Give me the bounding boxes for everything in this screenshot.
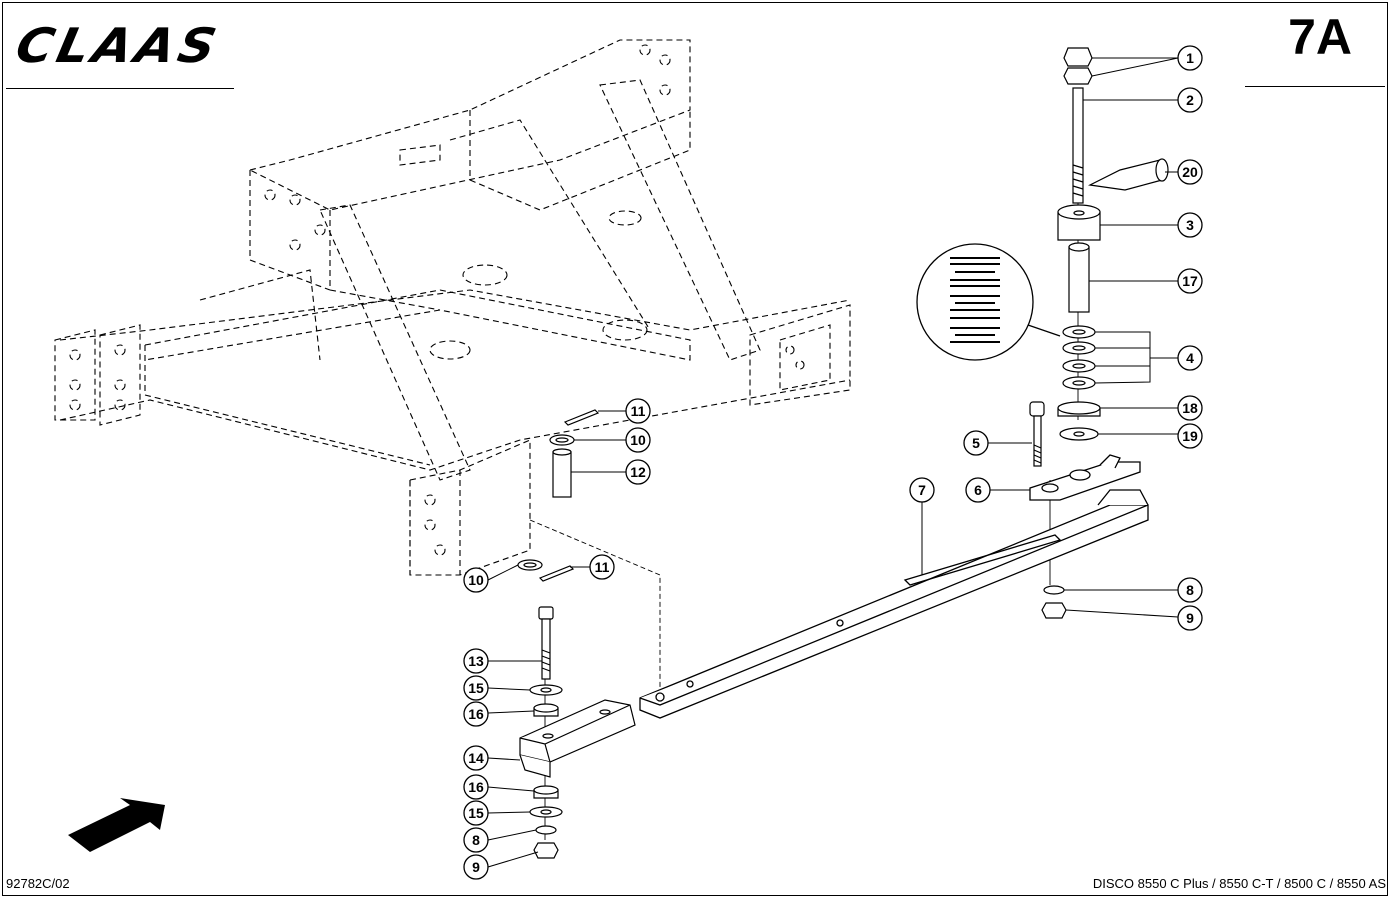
- washer-stack-detail-icon: [916, 243, 1061, 361]
- logo-underline: [6, 88, 234, 89]
- pivot-pin-parts: [517, 409, 600, 582]
- callout-9-front: 9: [472, 859, 480, 875]
- callout-11-lower: 11: [595, 559, 610, 575]
- callout-14: 14: [468, 750, 484, 766]
- callout-20: 20: [1182, 164, 1198, 180]
- callout-balloons: [463, 45, 1203, 880]
- callout-10-upper: 10: [630, 432, 646, 448]
- callout-16-lower: 16: [468, 779, 484, 795]
- model-designation: DISCO 8550 C Plus / 8550 C-T / 8500 C / …: [1092, 876, 1386, 891]
- callout-8-front: 8: [472, 832, 480, 848]
- callout-3: 3: [1186, 217, 1194, 233]
- callout-6: 6: [974, 482, 982, 498]
- page-number: 7A: [1288, 9, 1352, 65]
- travel-direction-arrow-icon: [68, 798, 165, 852]
- callout-13: 13: [468, 653, 484, 669]
- callout-15-upper: 15: [468, 680, 484, 696]
- callout-16-upper: 16: [468, 706, 484, 722]
- callout-12: 12: [630, 464, 646, 480]
- callout-labels: 1 2 20 3 17 4 18 19 5 6 7 8 9 11 10 12 1…: [468, 50, 1198, 875]
- bolt-5-part: [1029, 401, 1045, 467]
- vertical-stack-parts: [1041, 47, 1169, 619]
- callout-9-rear: 9: [1186, 610, 1194, 626]
- callout-8-rear: 8: [1186, 582, 1194, 598]
- callout-18: 18: [1182, 400, 1198, 416]
- assembly-leader-lines: [529, 190, 1079, 840]
- rear-bracket-part: [1029, 454, 1141, 501]
- headstock-frame-outline: [54, 39, 851, 576]
- callout-17: 17: [1182, 273, 1198, 289]
- callout-7: 7: [918, 482, 926, 498]
- callout-1: 1: [1186, 50, 1194, 66]
- callout-10-lower: 10: [468, 572, 484, 588]
- callout-2: 2: [1186, 92, 1194, 108]
- suspension-bar-part: [639, 489, 1149, 719]
- page-number-underline: [1245, 86, 1385, 87]
- callout-leaders: [487, 57, 1179, 868]
- callout-15-lower: 15: [468, 805, 484, 821]
- callout-5: 5: [972, 435, 980, 451]
- document-code: 92782C/02: [6, 876, 70, 891]
- callout-4: 4: [1186, 350, 1194, 366]
- callout-19: 19: [1182, 428, 1198, 444]
- front-mount-parts: [519, 606, 636, 859]
- callout-11-upper: 11: [631, 403, 646, 419]
